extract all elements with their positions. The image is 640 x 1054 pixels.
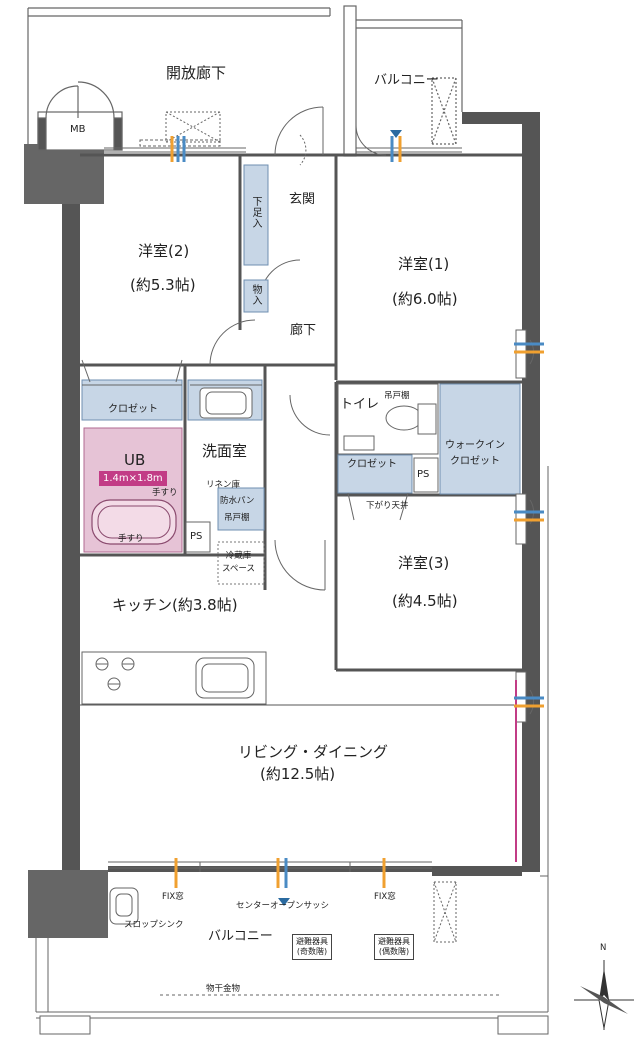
label-center-open-sash: センターオープンサッシ [236, 901, 329, 911]
label-north: N [600, 943, 607, 953]
vent-arrows [170, 136, 544, 888]
ps-right-box [413, 457, 439, 493]
ub-size-badge: 1.4m×1.8m [99, 471, 167, 486]
label-hanging-shelf-toilet: 吊戸棚 [384, 391, 410, 401]
evacuation-equipment-even: 避難器具 (偶数階) [374, 934, 414, 960]
label-waterpan: 防水パン [220, 496, 255, 506]
label-kitchen: キッチン(約3.8帖) [112, 596, 238, 614]
label-walk-in-closet: ウォークイン クロゼット [445, 440, 505, 467]
label-handrail-2: 手すり [118, 534, 144, 544]
label-hallway: 廊下 [290, 323, 317, 338]
kitchen-counter [81, 651, 267, 705]
label-handrail-1: 手すり [152, 488, 178, 498]
label-closet-left: クロゼット [108, 404, 158, 415]
label-western-room-3: 洋室(3) [398, 554, 450, 572]
label-genkan: 玄関 [289, 192, 316, 207]
label-open-corridor: 開放廊下 [166, 64, 227, 82]
label-slop-sink: スロップシンク [124, 920, 184, 930]
label-fridge-space: 冷蔵庫 スペース [222, 551, 255, 574]
label-washroom: 洗面室 [202, 442, 248, 460]
top-windows [104, 111, 462, 153]
label-balcony-bottom: バルコニー [208, 929, 273, 944]
label-linen: リネン庫 [206, 480, 241, 490]
label-ub: UB [124, 451, 146, 469]
label-living-dining: リビング・ダイニング [238, 743, 389, 761]
mb-box [37, 81, 123, 151]
label-western-room-1: 洋室(1) [398, 255, 450, 273]
toilet-fixture [337, 383, 439, 455]
label-western-room-3-size: (約4.5帖) [392, 592, 458, 610]
label-western-room-2-size: (約5.3帖) [130, 276, 196, 294]
exterior-walls [24, 112, 540, 938]
balcony-top-frame [343, 5, 463, 157]
south-sash [108, 861, 432, 872]
sash-marker-top-icon [390, 130, 402, 138]
label-lowered-ceiling: 下がり天井 [366, 501, 409, 511]
label-hanging-shelf-wash: 吊戸棚 [224, 513, 250, 523]
evacuation-equipment-odd: 避難器具 (奇数階) [292, 934, 332, 960]
label-closet-right: クロゼット [347, 459, 397, 470]
label-shoe-storage: 下足入 [250, 196, 261, 229]
interior-walls [80, 153, 522, 706]
label-storage: 物入 [250, 284, 261, 306]
door-swings [209, 106, 534, 715]
ps-left-box [185, 521, 211, 553]
label-mb: MB [70, 124, 86, 135]
label-balcony-top: バルコニー [374, 73, 439, 88]
north-compass-icon [574, 960, 634, 1030]
label-western-room-1-size: (約6.0帖) [392, 290, 458, 308]
corridor-rail [27, 7, 331, 150]
label-living-dining-size: (約12.5帖) [260, 765, 336, 783]
balcony-bottom [35, 466, 549, 1035]
label-ps-left: PS [190, 531, 203, 542]
label-fix-window-right: FIX窓 [374, 892, 396, 902]
label-drying-hardware: 物干金物 [206, 984, 241, 994]
label-western-room-2: 洋室(2) [138, 242, 190, 260]
sash-marker-icon [278, 898, 290, 906]
label-toilet: トイレ [340, 397, 380, 412]
unit-bath [83, 427, 183, 553]
label-ps-right: PS [417, 469, 430, 480]
wash-basin [199, 387, 253, 419]
closet-rails [81, 359, 409, 521]
label-fix-window-left: FIX窓 [162, 892, 184, 902]
